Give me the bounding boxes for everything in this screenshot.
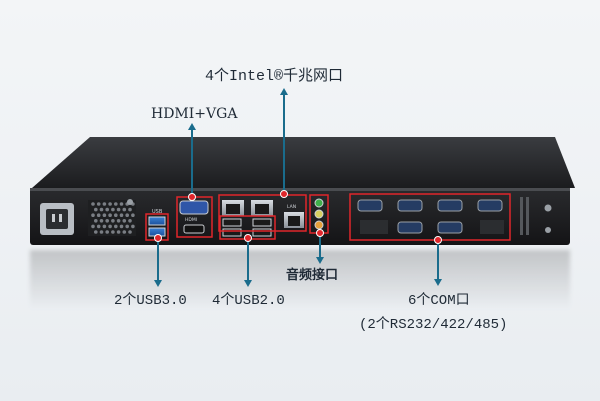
grille-hole [91, 224, 95, 229]
grille-hole [94, 207, 98, 212]
grille-hole [116, 207, 121, 212]
marker-dot [244, 234, 252, 242]
lan-tag: LAN [287, 204, 296, 210]
marker-dot [188, 193, 196, 201]
label-intel-lan: 4个Intel®千兆网口 [205, 68, 344, 85]
lan-ports: LAN [222, 200, 304, 228]
grille-hole [105, 207, 109, 212]
arrow-icon [154, 280, 162, 287]
grille-hole [114, 213, 118, 217]
audio-jack-icon [314, 198, 324, 208]
usb2-ports [222, 218, 272, 237]
highlight-com [349, 193, 511, 241]
grille-hole [91, 213, 95, 217]
audio-jack-icon [314, 220, 324, 230]
grille-hole [102, 224, 107, 229]
side-vent-icon [520, 197, 529, 235]
grille-hole [119, 213, 124, 217]
grille-hole [111, 207, 115, 212]
grille-hole [125, 213, 129, 217]
usb-tag: USB [152, 209, 163, 215]
marker-dot [154, 234, 162, 242]
fan-grille-icon [88, 200, 136, 236]
grille-hole [99, 219, 104, 223]
grille-hole [125, 224, 129, 229]
usb2-port-icon [222, 218, 242, 227]
highlight-lan [218, 194, 307, 232]
grille-hole [128, 219, 132, 223]
device-reflection [30, 250, 570, 310]
vga-port-icon [179, 200, 209, 215]
usb3-port-icon [148, 216, 166, 226]
grille-hole [131, 224, 135, 229]
com-port-icon [357, 199, 383, 212]
marker-dot [434, 236, 442, 244]
label-usb2: 4个USB2.0 [212, 293, 285, 309]
grille-hole [105, 219, 109, 223]
grille-hole [94, 219, 98, 223]
grille-hole [128, 230, 132, 234]
grille-hole [91, 202, 95, 206]
label-usb3: 2个USB3.0 [114, 293, 187, 309]
usb2-port-icon [222, 228, 242, 237]
com-port-icon [477, 199, 503, 212]
grille-hole [102, 213, 107, 217]
com-port-icon [437, 221, 463, 234]
grille-hole [108, 202, 112, 206]
usb2-port-icon [252, 228, 272, 237]
arrow-icon [434, 279, 442, 286]
grille-hole [99, 207, 104, 212]
fan-grille-holes [91, 202, 135, 234]
screw-icon [127, 199, 133, 205]
marker-dot [316, 229, 324, 237]
audio-jack-icon [314, 209, 324, 219]
com-port-icon [397, 221, 423, 234]
grille-hole [108, 213, 112, 217]
grille-hole [111, 230, 115, 234]
screw-icon [544, 204, 552, 212]
grille-hole [122, 230, 127, 234]
com-port-icon [437, 199, 463, 212]
grille-hole [99, 230, 104, 234]
grille-hole [114, 224, 118, 229]
grille-hole [105, 230, 109, 234]
chassis-top [32, 137, 575, 188]
com-port-icon [397, 199, 423, 212]
marker-dot [280, 190, 288, 198]
audio-jacks [314, 198, 324, 230]
grille-hole [96, 213, 101, 217]
grille-hole [108, 224, 112, 229]
grille-hole [128, 207, 132, 212]
power-inlet-icon [40, 203, 74, 235]
screw-icon [545, 227, 551, 233]
usb2-port-icon [252, 218, 272, 227]
arrow-icon [244, 280, 252, 287]
hdmi-port-icon [183, 224, 205, 234]
label-audio: 音频接口 [286, 268, 339, 283]
label-rs: (2个RS232/422/485) [359, 317, 508, 333]
grille-hole [96, 202, 101, 206]
grille-hole [102, 202, 107, 206]
label-hdmi-vga: HDMI+VGA [151, 106, 238, 122]
arrow-icon [188, 123, 196, 130]
grille-hole [96, 224, 101, 229]
com-ports [357, 199, 504, 234]
grille-hole [122, 219, 127, 223]
grille-hole [116, 219, 121, 223]
grille-hole [122, 207, 127, 212]
grille-hole [114, 202, 118, 206]
grille-hole [131, 213, 135, 217]
grille-hole [119, 224, 124, 229]
grille-hole [116, 230, 121, 234]
grille-hole [111, 219, 115, 223]
grille-hole [119, 202, 124, 206]
grille-hole [94, 230, 98, 234]
arrow-icon [316, 257, 324, 264]
arrow-icon [280, 88, 288, 95]
label-com: 6个COM口 [408, 293, 470, 309]
hdmi-tag: HDMI [185, 217, 197, 223]
